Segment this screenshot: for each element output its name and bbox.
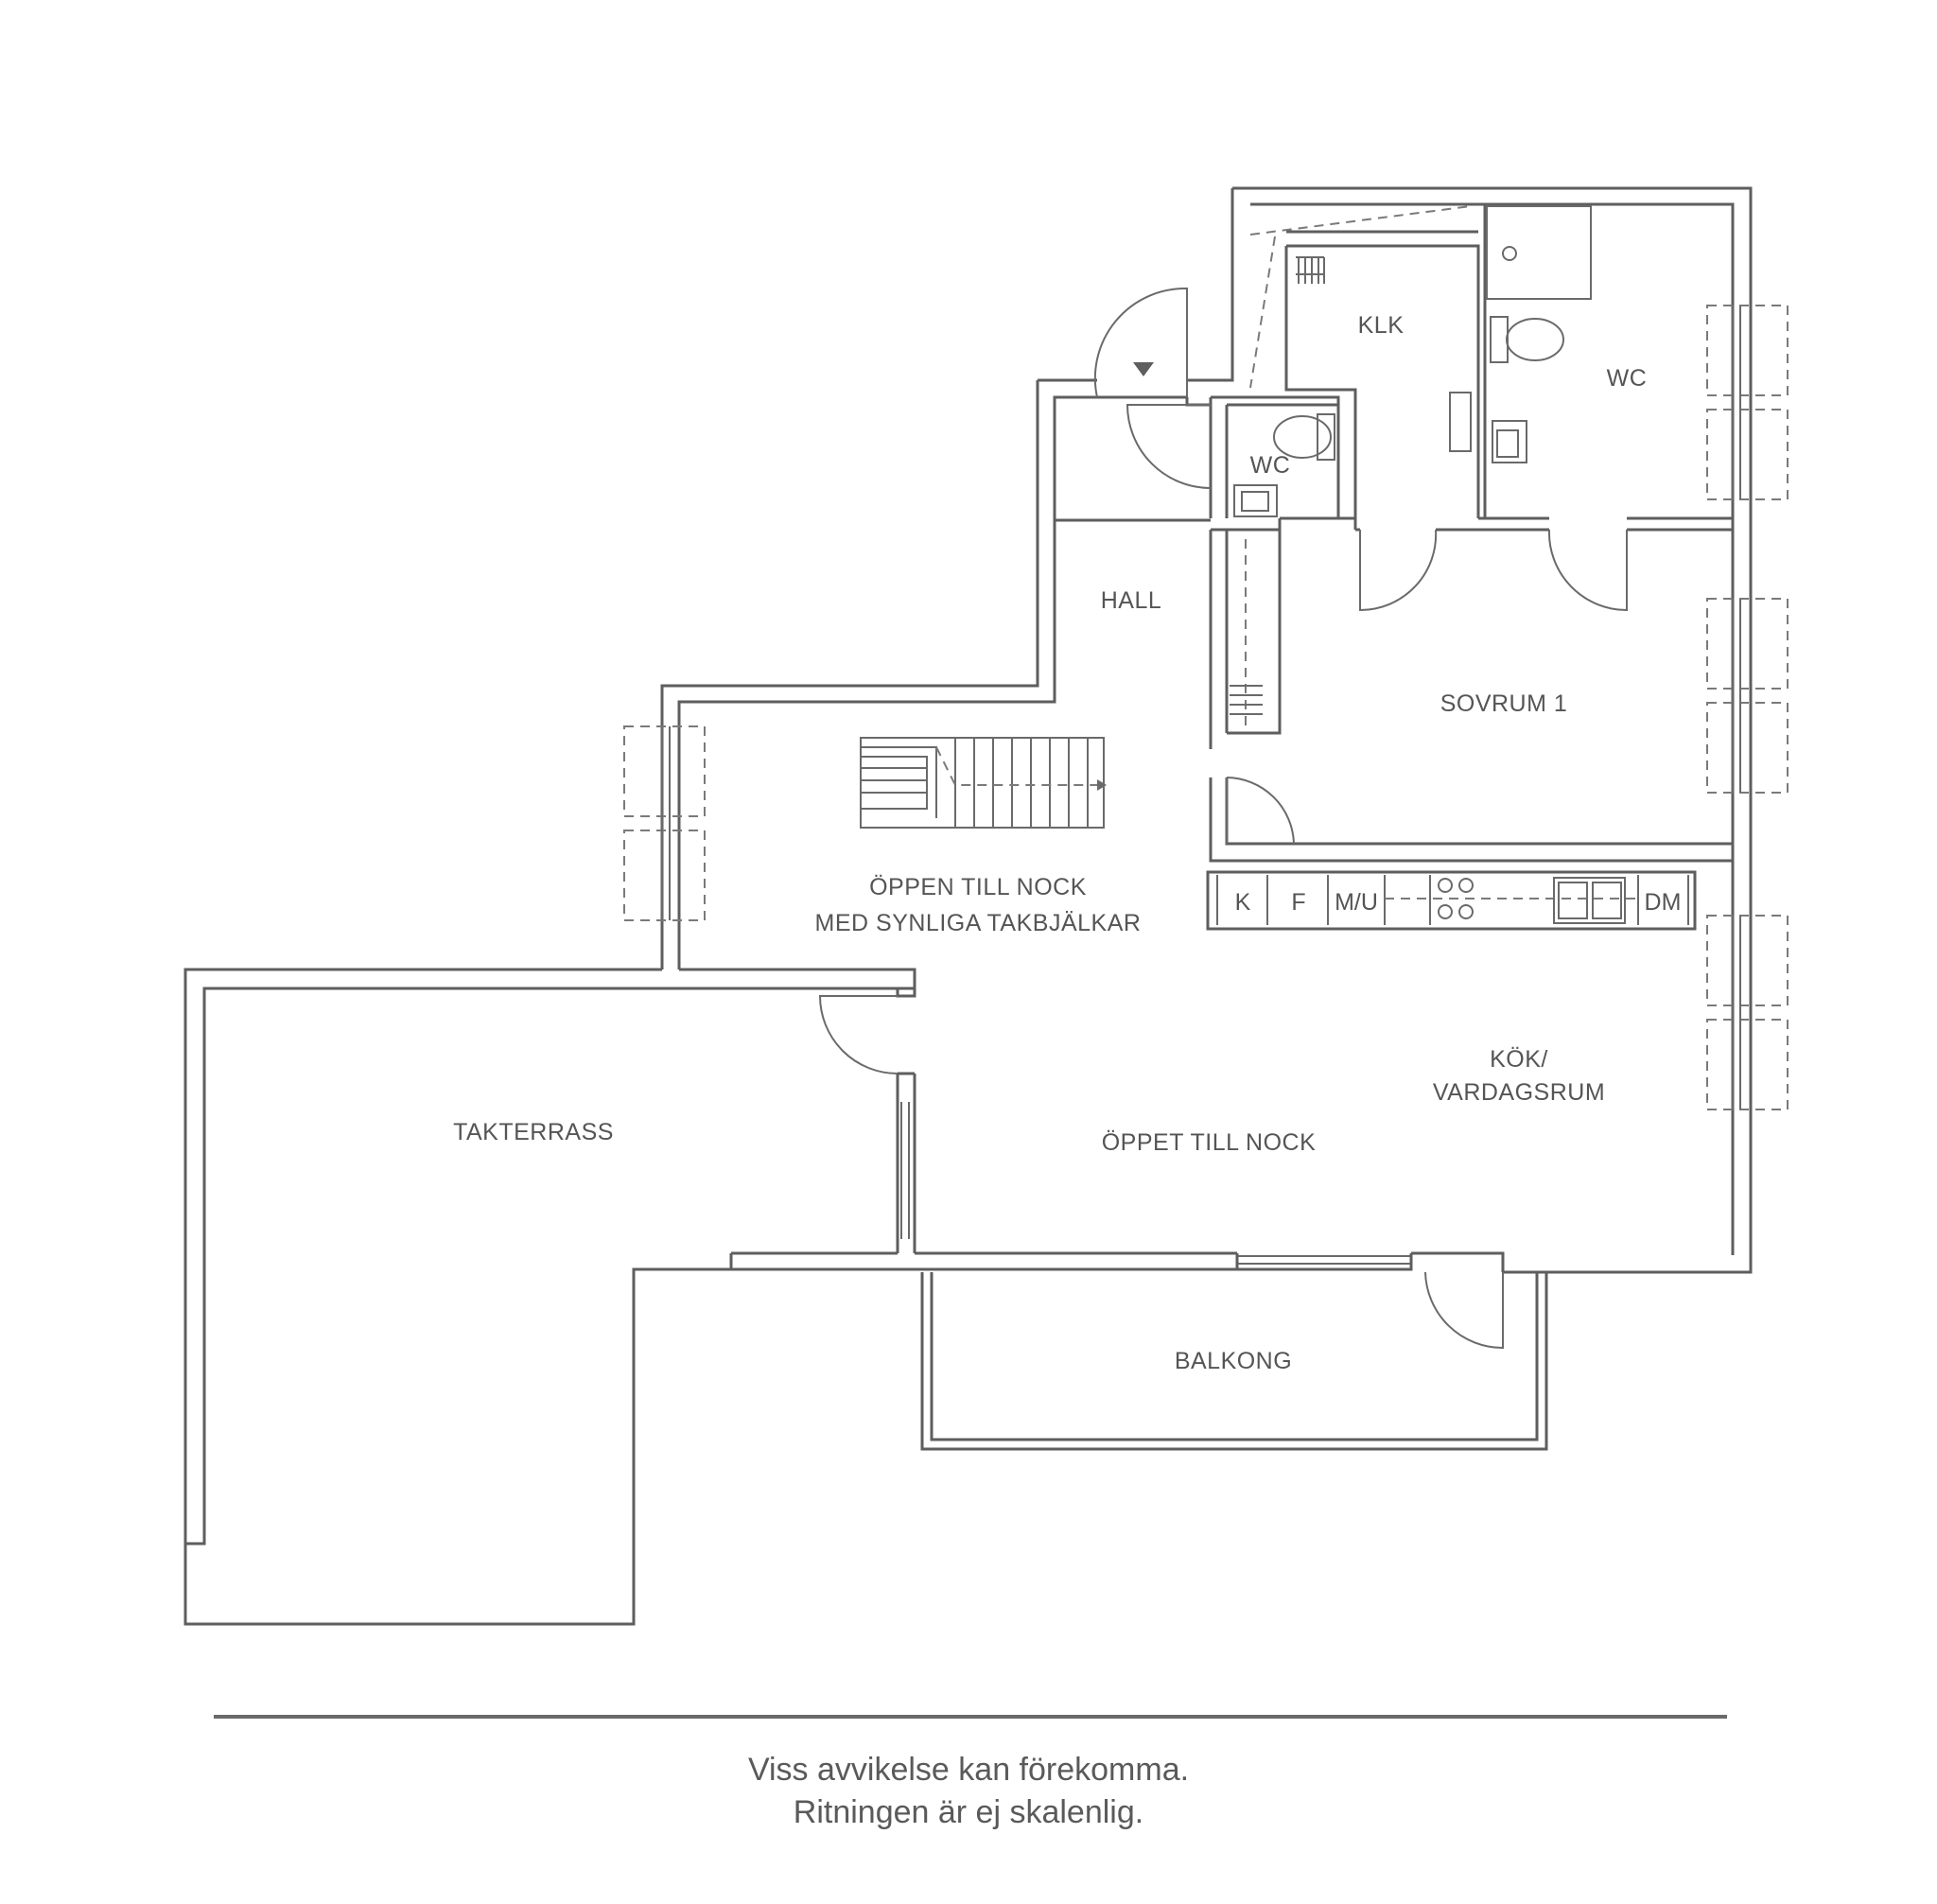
room-label-open-nock: ÖPPET TILL NOCK: [1102, 1129, 1317, 1156]
kitchen-label-mu: M/U: [1335, 889, 1378, 916]
room-label-hall: HALL: [1101, 587, 1162, 614]
kitchen-labels: K F M/U DM: [1235, 889, 1682, 916]
footer-disclaimer-line1: Viss avvikelse kan förekomma.: [747, 1752, 1190, 1788]
staircase: [860, 737, 1107, 829]
kitchen-label-k: K: [1235, 889, 1251, 916]
room-label-wc-small: WC: [1250, 452, 1291, 479]
room-label-open-line2: MED SYNLIGA TAKBJÄLKAR: [815, 910, 1142, 936]
room-label-wc-large: WC: [1607, 365, 1648, 392]
fixtures: [1230, 205, 1592, 728]
room-label-kok-line2: VARDAGSRUM: [1433, 1079, 1605, 1106]
room-label-balkong: BALKONG: [1175, 1348, 1292, 1374]
footer-divider: [214, 1715, 1727, 1719]
room-label-klk: KLK: [1358, 312, 1405, 339]
interior-walls: [1055, 204, 1733, 863]
outer-walls: [183, 186, 1753, 1626]
room-label-sovrum: SOVRUM 1: [1440, 690, 1568, 717]
kitchen-label-f: F: [1291, 889, 1305, 916]
windows: [623, 305, 1789, 1271]
doors: [818, 287, 1628, 1350]
room-label-open-line1: ÖPPEN TILL NOCK: [869, 874, 1087, 900]
footer-disclaimer-line2: Ritningen är ej skalenlig.: [793, 1794, 1144, 1830]
room-label-takterrass: TAKTERRASS: [453, 1119, 614, 1145]
kitchen-counter: [1206, 870, 1697, 931]
room-labels: KLK WC WC HALL SOVRUM 1 ÖPPEN TILL NOCK …: [453, 312, 1647, 1374]
kitchen-label-dm: DM: [1645, 889, 1682, 916]
balcony-outline: [920, 1272, 1548, 1451]
room-label-kok-line1: KÖK/: [1490, 1046, 1548, 1073]
